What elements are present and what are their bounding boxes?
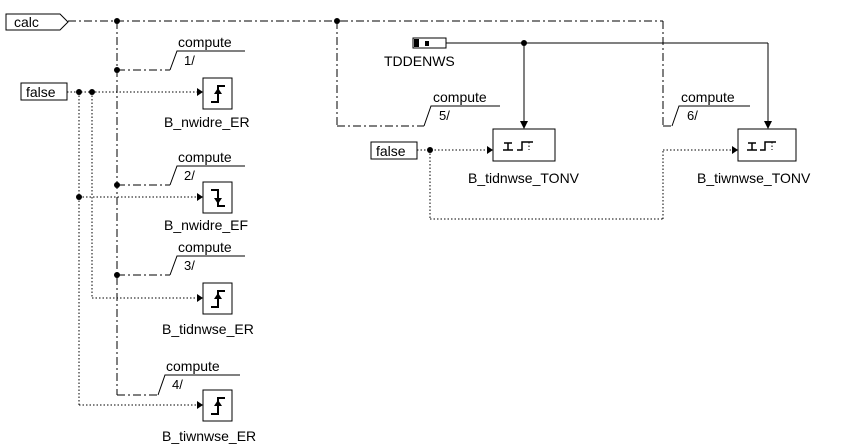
false-input-left: false	[20, 82, 68, 101]
b-tidnwse-tonv-label: B_tidnwse_TONV	[468, 170, 580, 186]
compute-2-number: 2/	[184, 168, 195, 183]
b-nwidre-er-label: B_nwidre_ER	[164, 114, 250, 130]
block-b-nwidre-ef: B_nwidre_EF	[164, 181, 248, 233]
compute-3: compute 3/	[169, 239, 245, 276]
false-left-label: false	[26, 84, 56, 100]
compute-2: compute 2/	[169, 149, 245, 186]
false-input-mid: false	[370, 141, 418, 160]
compute-6-label: compute	[681, 89, 735, 105]
block-b-tiwnwse-tonv: B_tiwnwse_TONV	[697, 128, 811, 186]
compute-6-number: 6/	[687, 108, 698, 123]
calc-input: calc	[5, 13, 69, 31]
compute-5: compute 5/	[423, 89, 500, 127]
compute-3-label: compute	[178, 239, 232, 255]
false-left-wires	[67, 88, 203, 409]
false-mid-label: false	[376, 143, 406, 159]
timer-icon	[503, 142, 513, 151]
compute-5-label: compute	[433, 89, 487, 105]
compute-4-label: compute	[166, 358, 220, 374]
b-tiwnwse-tonv-label: B_tiwnwse_TONV	[697, 170, 811, 186]
b-tidnwse-er-label: B_tidnwse_ER	[162, 321, 254, 337]
trigger-wires	[68, 18, 672, 396]
calc-label: calc	[14, 14, 39, 30]
b-nwidre-ef-label: B_nwidre_EF	[164, 217, 248, 233]
compute-5-number: 5/	[439, 108, 450, 123]
timer-icon	[747, 142, 757, 151]
compute-6: compute 6/	[671, 89, 750, 127]
b-tiwnwse-er-label: B_tiwnwse_ER	[162, 428, 256, 444]
compute-4: compute 4/	[157, 358, 240, 396]
block-b-tiwnwse-er: B_tiwnwse_ER	[162, 389, 256, 444]
tddenws-signal: TDDENWS	[384, 37, 772, 129]
compute-1: compute 1/	[169, 34, 245, 71]
compute-1-number: 1/	[184, 53, 195, 68]
block-b-tidnwse-er: B_tidnwse_ER	[162, 282, 254, 337]
compute-1-label: compute	[178, 34, 232, 50]
tddenws-label: TDDENWS	[384, 53, 455, 69]
compute-4-number: 4/	[172, 377, 183, 392]
false-mid-wires	[417, 146, 738, 220]
block-b-tidnwse-tonv: B_tidnwse_TONV	[468, 128, 580, 186]
compute-3-number: 3/	[184, 258, 195, 273]
compute-2-label: compute	[178, 149, 232, 165]
block-b-nwidre-er: B_nwidre_ER	[164, 77, 250, 130]
